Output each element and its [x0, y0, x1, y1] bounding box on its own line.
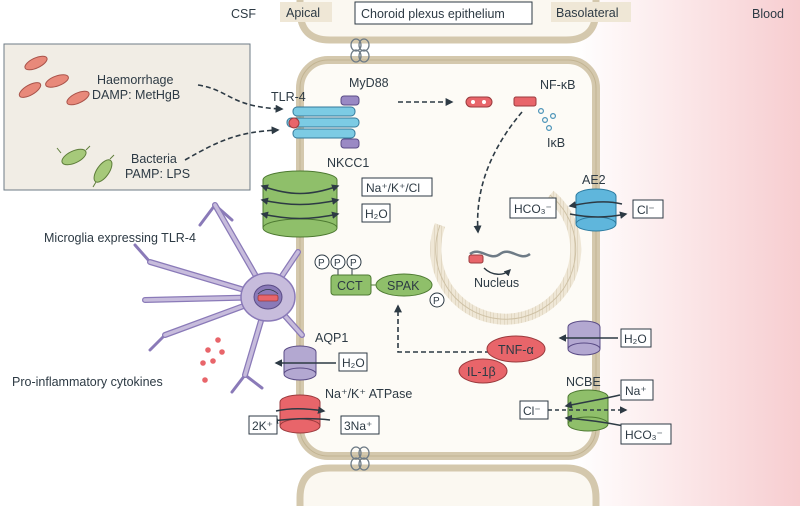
tlr4-receptor-icon	[286, 95, 360, 149]
ncbe-label: NCBE	[566, 375, 601, 389]
spak-ellipse	[375, 273, 433, 297]
il1b-label: IL-1β	[467, 365, 496, 379]
ae2-label: AE2	[582, 173, 606, 187]
ncbe-hco3-arrow	[564, 414, 625, 427]
atpase-k-label: 2K⁺	[252, 419, 273, 433]
atpase-k-box	[248, 415, 278, 435]
phosphate-label-3: P	[350, 258, 357, 269]
cytokines-label: Pro-inflammatory cytokines	[12, 375, 163, 389]
title-box	[354, 1, 533, 25]
bacteria-label: Bacteria	[131, 152, 177, 166]
blood-region	[575, 0, 800, 506]
nucleus-nfkb-icon	[468, 254, 484, 264]
microglia-label: Microglia expressing TLR-4	[44, 231, 196, 245]
tnf-ellipse	[486, 335, 546, 363]
phosphate-icons	[314, 254, 445, 308]
ae2-hco3-label: HCO₃⁻	[514, 202, 552, 216]
basolateral-label: Basolateral	[556, 6, 619, 20]
atpase-label: Na⁺/K⁺ ATPase	[325, 387, 412, 401]
blood-label: Blood	[752, 7, 784, 21]
haemorrhage-label: Haemorrhage	[97, 73, 173, 87]
basolateral-tab	[551, 2, 631, 22]
myd88-label: MyD88	[349, 76, 389, 90]
nfkb-icon	[513, 96, 537, 107]
nucleus-outline	[435, 194, 577, 320]
dna-icon	[469, 250, 531, 258]
tight-junction-top	[350, 38, 370, 63]
apical-label: Apical	[286, 6, 320, 20]
ikb-fragments-icon	[537, 107, 556, 131]
basolateral-water-box	[620, 328, 652, 348]
ae2-cl-label: Cl⁻	[637, 203, 655, 217]
ncbe-transporter-icon	[567, 389, 609, 432]
atpase-k-arrow	[275, 406, 326, 414]
ncbe-na-arrow	[564, 394, 621, 409]
atpase-na-box	[340, 415, 380, 435]
atpase-na-arrow	[270, 416, 331, 424]
ae2-transporter-icon	[575, 188, 617, 232]
aqp1-water-box	[338, 352, 368, 372]
ncbe-hco3-label: HCO₃⁻	[625, 428, 663, 442]
spak-label: SPAK	[387, 279, 420, 293]
damp-label: DAMP: MetHgB	[92, 88, 180, 102]
ncbe-hco3-box	[620, 423, 672, 445]
atpase-pump-icon	[279, 394, 321, 434]
atpase-na-label: 3Na⁺	[344, 419, 372, 433]
nkcc1-ions-box	[361, 177, 433, 197]
basolateral-water-label: H₂O	[624, 332, 647, 346]
aqp1-water-label: H₂O	[342, 356, 365, 370]
phosphate-label-1: P	[318, 258, 325, 269]
nfkb-label: NF-κB	[540, 78, 575, 92]
ncbe-na-label: Na⁺	[625, 384, 647, 398]
ae2-hco3-box	[509, 197, 557, 219]
nucleus-label: Nucleus	[474, 276, 519, 290]
red-blood-cells-icon	[18, 55, 90, 106]
lower-neighbour-cell	[296, 464, 600, 506]
nkcc1-arrow-1	[260, 184, 340, 195]
nkcc1-ions-label: Na⁺/K⁺/Cl	[366, 181, 420, 195]
nkcc1-arrow-2	[260, 197, 340, 206]
ncbe-cl-box	[519, 400, 549, 420]
epithelial-cell-outline	[299, 59, 597, 457]
nkcc1-water-box	[361, 203, 391, 223]
tight-junction-bottom	[350, 446, 370, 471]
bacteria-icon	[56, 145, 115, 188]
ikb-label: IκB	[547, 136, 565, 150]
csf-label: CSF	[231, 7, 256, 21]
apical-tab	[280, 2, 332, 22]
trigger-panel	[3, 43, 251, 191]
nfkb-to-nucleus-arrow	[473, 111, 523, 234]
nkcc1-label: NKCC1	[327, 156, 369, 170]
ae2-cl-arrow	[569, 211, 628, 219]
ncbe-cl-label: Cl⁻	[523, 404, 541, 418]
transcription-arrow	[483, 267, 511, 277]
cytokine-dots-icon	[200, 337, 225, 383]
nkcc1-water-label: H₂O	[365, 207, 388, 221]
ae2-cl-box	[632, 199, 664, 219]
aqp1-label: AQP1	[315, 331, 348, 345]
signal-complex-icon	[465, 96, 493, 108]
microglia-cell-icon	[133, 202, 305, 394]
page-title: Choroid plexus epithelium	[361, 7, 505, 21]
ncbe-na-box	[620, 379, 654, 401]
nkcc1-arrow-3	[260, 211, 340, 220]
pamp-label: PAMP: LPS	[125, 167, 190, 181]
il1b-ellipse	[458, 358, 508, 384]
bacteria-arrow	[184, 126, 280, 161]
haemorrhage-arrow	[197, 84, 284, 113]
cytokine-to-spak-arrow	[394, 304, 490, 353]
tnf-label: TNF-α	[498, 343, 534, 357]
ae2-hco3-arrow	[568, 201, 623, 209]
tlr4-label: TLR-4	[271, 90, 306, 104]
cct-label: CCT	[337, 279, 363, 293]
phosphate-label-2: P	[334, 258, 341, 269]
basolateral-water-channel-icon	[567, 320, 601, 356]
phosphate-label-4: P	[433, 296, 440, 307]
